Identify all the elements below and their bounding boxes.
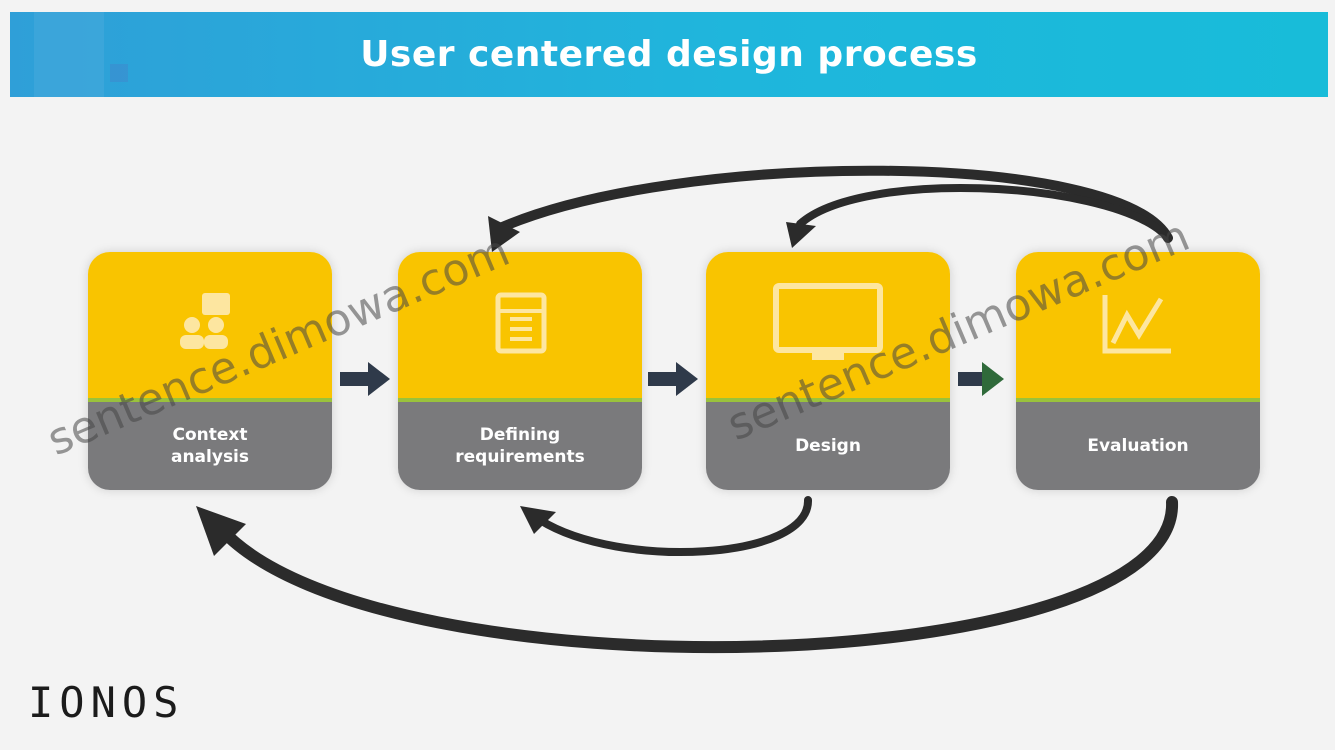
stage-label-panel: Context analysis [88,402,332,490]
stage-icon-panel [88,252,332,398]
stage-label-line2: requirements [455,447,585,467]
title-banner: User centered design process [10,12,1328,97]
stage-icon-panel [398,252,642,398]
stage-defining-requirements: Defining requirements [398,252,642,490]
banner-decoration-square [110,64,128,82]
diagram-title: User centered design process [360,34,978,75]
bottom-outer-loop-arrow [196,496,1179,654]
stage-divider [706,398,950,402]
bottom-inner-loop-arrow [520,496,813,556]
forward-arrow-3 [958,362,1004,396]
stage-label-panel: Evaluation [1016,402,1260,490]
checklist-icon [495,292,547,354]
banner-decoration [34,12,104,97]
stage-label-panel: Design [706,402,950,490]
stage-divider [88,398,332,402]
monitor-icon [773,283,883,360]
forward-arrow-1 [340,362,390,396]
stage-design: Design [706,252,950,490]
top-outer-loop-arrow [488,165,1173,252]
stage-icon-panel [706,252,950,398]
stage-icon-panel [1016,252,1260,398]
stage-label-line1: Design [795,436,861,456]
chart-icon [1102,295,1171,354]
forward-arrow-2 [648,362,698,396]
top-inner-loop-arrow [786,184,1166,248]
stage-label-panel: Defining requirements [398,402,642,490]
stage-evaluation: Evaluation [1016,252,1260,490]
stage-divider [1016,398,1260,402]
stage-label-line2: analysis [170,447,250,467]
stage-label-line1: Evaluation [1087,436,1189,456]
people-icon [180,293,230,349]
stage-label-line1: Context [172,425,248,445]
brand-logo: IONOS [28,678,185,727]
stage-label-line1: Defining [479,425,561,445]
stage-divider [398,398,642,402]
stage-context-analysis: Context analysis [88,252,332,490]
